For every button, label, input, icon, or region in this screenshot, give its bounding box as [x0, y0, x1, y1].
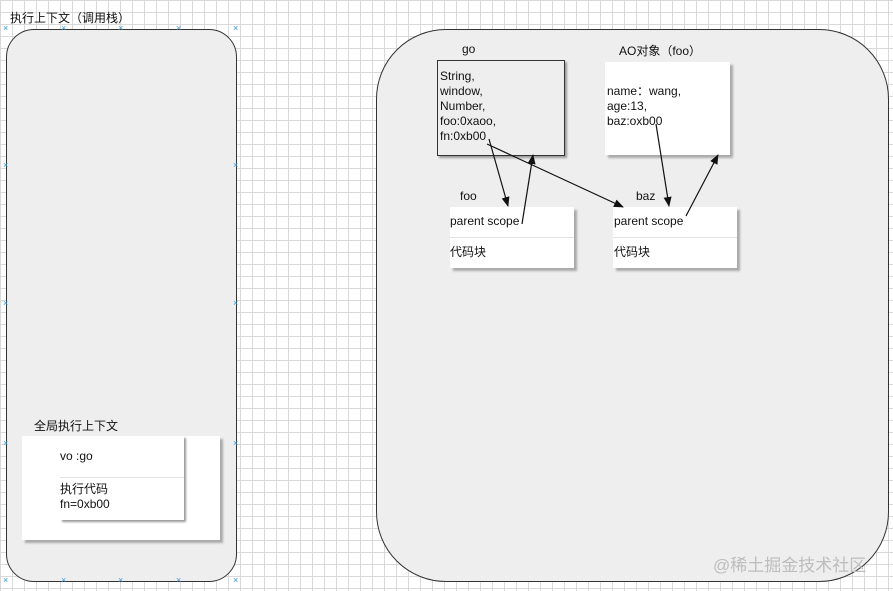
call-stack-title: 执行上下文（调用栈） — [10, 11, 131, 25]
baz-label: baz — [636, 189, 656, 203]
handle-marker: × — [233, 575, 239, 585]
handle-marker: × — [176, 575, 182, 585]
go-box: String, window, Number, foo:0xaoo, fn:0x… — [437, 60, 565, 156]
handle-marker: × — [233, 23, 239, 33]
handle-marker: × — [3, 438, 9, 448]
handle-marker: × — [233, 298, 239, 308]
arrow-foo-parent-to-go — [521, 154, 536, 225]
handle-marker: × — [118, 575, 124, 585]
handle-marker: × — [118, 23, 124, 33]
arrow-baz-parent-to-ao — [685, 154, 719, 217]
watermark: @稀土掘金技术社区 — [713, 556, 867, 575]
exec-code-row: 执行代码 fn=0xb00 — [60, 478, 184, 520]
go-content: String, window, Number, foo:0xaoo, fn:0x… — [440, 69, 497, 143]
arrow-fn-to-baz-box — [486, 143, 624, 208]
foo-parent-scope-text: parent scope — [450, 214, 520, 228]
global-context-inner: vo :go 执行代码 fn=0xb00 — [60, 436, 184, 520]
foo-box: parent scope 代码块 — [450, 207, 574, 268]
vo-row: vo :go — [60, 436, 184, 478]
handle-marker: × — [3, 575, 9, 585]
handle-marker: × — [61, 575, 67, 585]
baz-code-text: 代码块 — [614, 245, 651, 259]
exec-code-text: 执行代码 fn=0xb00 — [60, 482, 110, 511]
global-context-label: 全局执行上下文 — [34, 419, 119, 433]
baz-parent-scope-text: parent scope — [614, 214, 684, 228]
foo-code-text: 代码块 — [450, 245, 487, 259]
handle-marker: × — [233, 160, 239, 170]
handle-marker: × — [233, 438, 239, 448]
handle-marker: × — [3, 298, 9, 308]
ao-box: name：wang, age:13, baz:oxb00 — [605, 62, 730, 155]
global-context-box: vo :go 执行代码 fn=0xb00 — [22, 436, 220, 540]
vo-text: vo :go — [60, 449, 93, 463]
arrow-go-foo-to-foo-box — [488, 138, 510, 207]
ao-content: name：wang, age:13, baz:oxb00 — [607, 84, 682, 128]
handle-marker: × — [61, 23, 67, 33]
handle-marker: × — [3, 23, 9, 33]
baz-code-row: 代码块 — [613, 238, 737, 268]
baz-parent-scope-row: parent scope — [613, 207, 737, 238]
foo-code-row: 代码块 — [450, 238, 574, 268]
foo-parent-scope-row: parent scope — [450, 207, 574, 238]
ao-label: AO对象（foo） — [619, 44, 702, 58]
handle-marker: × — [3, 160, 9, 170]
handle-marker: × — [176, 23, 182, 33]
foo-label: foo — [460, 189, 477, 203]
arrow-ao-baz-to-baz-box — [655, 123, 672, 207]
baz-box: parent scope 代码块 — [613, 207, 737, 268]
go-label: go — [462, 42, 476, 56]
